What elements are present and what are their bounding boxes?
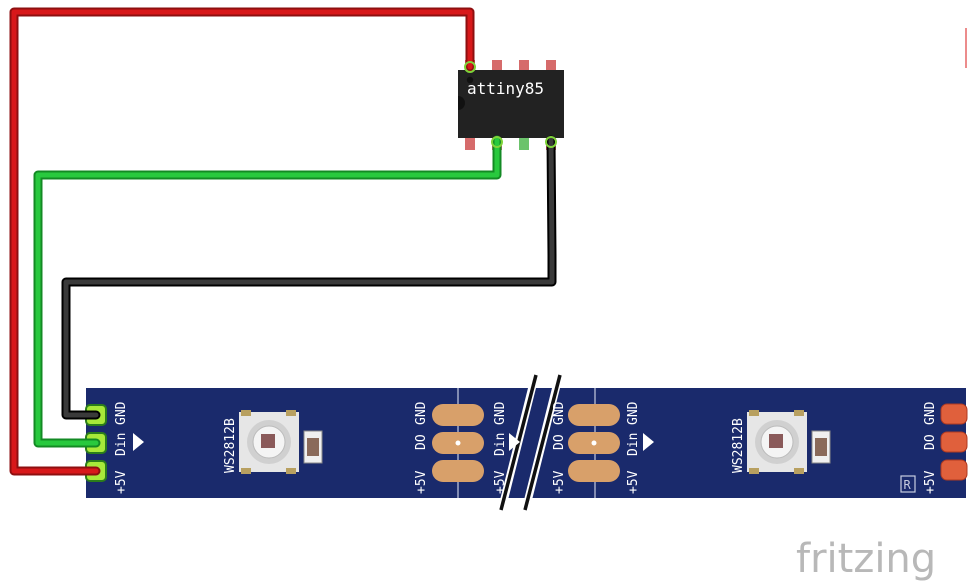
label-do: DO — [923, 434, 938, 450]
label-din: Din — [493, 433, 508, 456]
label-do: DO — [552, 434, 567, 450]
label-gnd: GND — [114, 401, 129, 425]
label-din: Din — [114, 433, 129, 456]
fritzing-watermark: fritzing — [796, 536, 936, 582]
label-do: DO — [414, 434, 429, 450]
triangle-right-icon — [643, 433, 654, 451]
triangle-right-icon — [133, 433, 144, 451]
led-label: WS2812B — [731, 418, 746, 473]
led-label: WS2812B — [223, 418, 238, 473]
label-5v: +5V — [114, 470, 129, 494]
label-5v: +5V — [552, 470, 567, 494]
wire-green-data[interactable] — [33, 135, 502, 448]
label-gnd: GND — [414, 401, 429, 425]
label-din: Din — [626, 433, 641, 456]
smd-capacitor-icon — [811, 430, 831, 464]
smd-led-icon — [747, 410, 807, 474]
label-5v: +5V — [626, 470, 641, 494]
label-gnd: GND — [552, 401, 567, 425]
wire-red-5v[interactable] — [9, 7, 475, 476]
attiny85-chip: attiny85 — [458, 60, 564, 150]
smd-led-icon — [239, 410, 299, 474]
label-5v: +5V — [414, 470, 429, 494]
label-gnd: GND — [626, 401, 641, 425]
smd-capacitor-icon — [303, 430, 323, 464]
solder-pads-right — [568, 404, 620, 482]
label-5v: +5V — [923, 470, 938, 494]
wire-black-gnd[interactable] — [61, 135, 557, 420]
output-pads — [940, 403, 968, 481]
triangle-right-icon — [509, 433, 520, 451]
chip-label: attiny85 — [467, 79, 544, 98]
label-gnd: GND — [923, 401, 938, 425]
solder-pads-left — [432, 404, 484, 482]
registered-mark: R — [900, 475, 916, 493]
registered-mark-text: R — [904, 478, 912, 492]
label-5v: +5V — [493, 470, 508, 494]
label-gnd: GND — [493, 401, 508, 425]
